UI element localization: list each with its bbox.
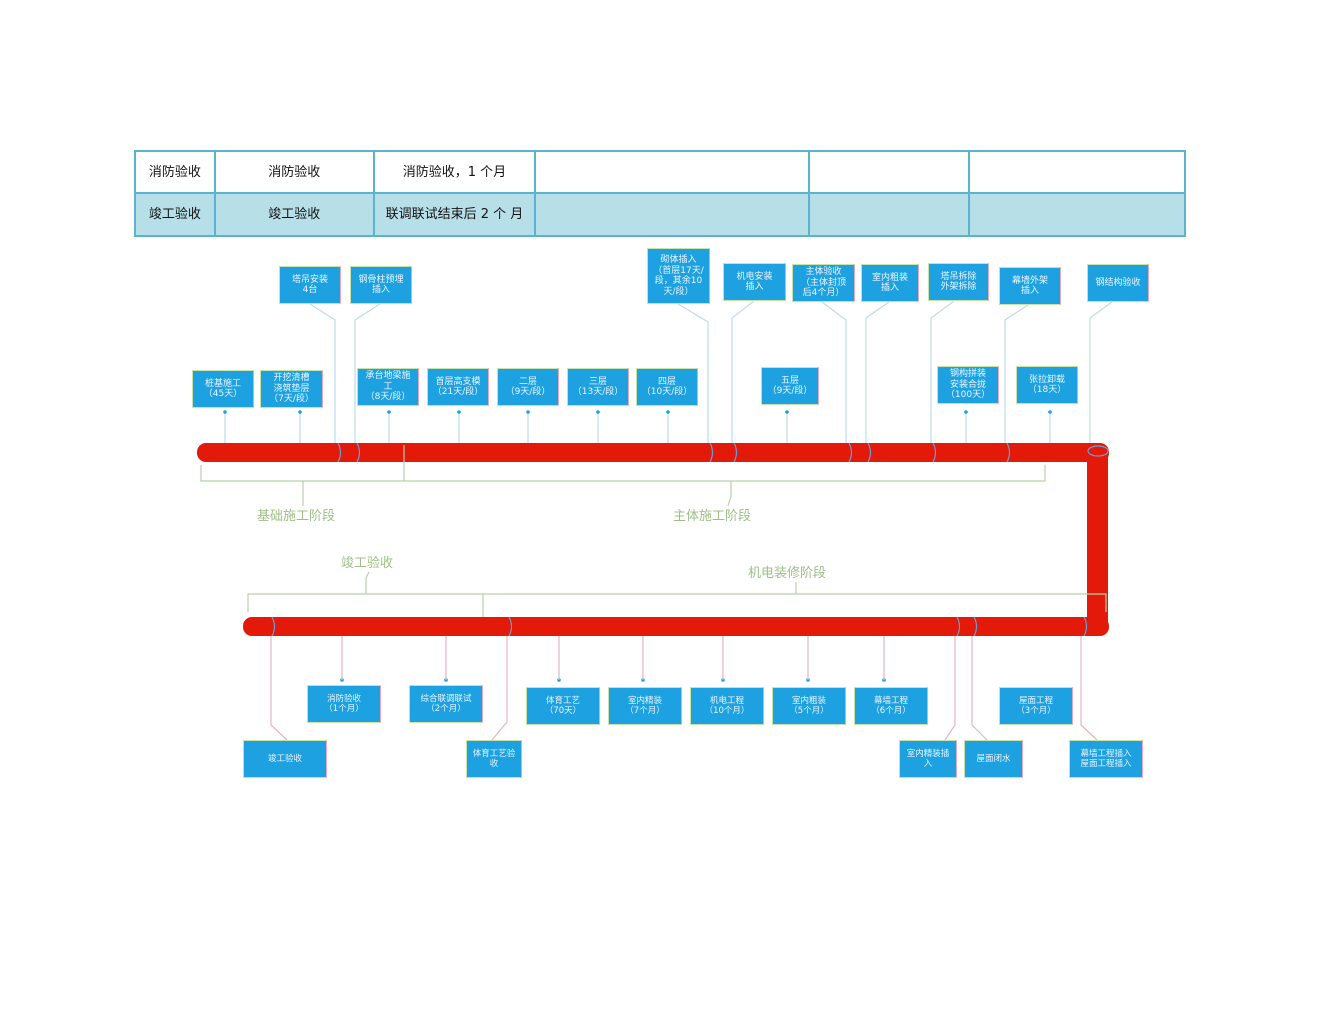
table-row: 竣工验收 竣工验收 联调联试结束后 2 个 月 [134, 192, 1186, 237]
table-cell [968, 192, 1186, 237]
phase-label-completion: 竣工验收 [341, 556, 394, 571]
bottom-connectors [270, 636, 1098, 741]
task-box: 钢构拼装 安装合拢 （100天） [937, 366, 999, 404]
milestone-box: 体育工艺验 收 [466, 740, 522, 778]
milestone-box: 塔吊拆除 外架拆除 [928, 263, 989, 301]
milestone-box: 幕墙工程插入 屋面工程插入 [1069, 740, 1143, 778]
task-box: 承台地梁施 工 （8天/段） [357, 368, 419, 406]
milestone-box: 砌体插入 （首层17天/ 段，其余10 天/段） [647, 248, 710, 304]
milestone-box: 幕墙外架 插入 [999, 267, 1061, 305]
task-box: 室内精装 （7个月） [608, 687, 682, 725]
milestone-box: 钢骨柱预埋 插入 [350, 266, 412, 304]
phase-label-mep: 机电装修阶段 [748, 566, 827, 581]
milestone-box: 钢结构验收 [1087, 264, 1149, 302]
milestone-box: 竣工验收 [243, 740, 327, 778]
task-box: 综合联调联试 （2个月） [409, 685, 483, 723]
task-box: 四层 （10天/段） [636, 368, 698, 406]
table-cell: 消防验收 [134, 150, 216, 194]
table-cell: 消防验收，1 个月 [372, 150, 537, 194]
task-box: 室内粗装 （5个月） [772, 687, 846, 725]
task-box: 首层高支模 （21天/段） [427, 368, 489, 406]
table-cell: 竣工验收 [134, 192, 216, 237]
task-box: 屋面工程 （3个月） [999, 687, 1073, 725]
milestone-box: 室内粗装 插入 [861, 264, 919, 302]
task-box: 消防验收 （1个月） [307, 685, 381, 723]
milestone-box: 机电安装 插入 [723, 263, 786, 301]
connectors [224, 300, 1113, 450]
table-cell [807, 192, 971, 237]
milestone-box: 主体验收 （主体封顶 后4个月） [792, 264, 855, 302]
table-row: 消防验收 消防验收 消防验收，1 个月 [134, 150, 1186, 194]
table-cell [534, 192, 810, 237]
task-box: 三层 （13天/段） [567, 368, 629, 406]
task-box: 二层 （9天/段） [497, 368, 559, 406]
phase-brackets [200, 445, 1107, 617]
task-box: 张拉卸载 （18天） [1016, 366, 1078, 404]
table-cell: 竣工验收 [213, 192, 375, 237]
milestone-box: 室内精装插 入 [899, 740, 957, 778]
pipe [197, 442, 1109, 637]
task-box: 机电工程 （10个月） [690, 687, 764, 725]
task-box: 五层 （9天/段） [761, 367, 819, 405]
table-cell [807, 150, 971, 194]
table-cell [534, 150, 810, 194]
phase-label-main: 主体施工阶段 [673, 509, 752, 524]
acceptance-table: 消防验收 消防验收 消防验收，1 个月 竣工验收 竣工验收 联调联试结束后 2 … [134, 150, 1186, 237]
task-box: 桩基施工 （45天） [192, 370, 254, 408]
table-cell: 联调联试结束后 2 个 月 [372, 192, 537, 237]
table-cell: 消防验收 [213, 150, 375, 194]
task-box: 开挖清槽 浇筑垫层 （7天/段） [260, 370, 323, 408]
phase-label-foundation: 基础施工阶段 [257, 509, 336, 524]
task-box: 体育工艺 （70天） [526, 687, 600, 725]
task-box: 幕墙工程 （6个月） [854, 687, 928, 725]
table-cell [968, 150, 1186, 194]
milestone-box: 塔吊安装 4台 [279, 266, 341, 304]
milestone-box: 屋面闭水 [964, 740, 1023, 778]
